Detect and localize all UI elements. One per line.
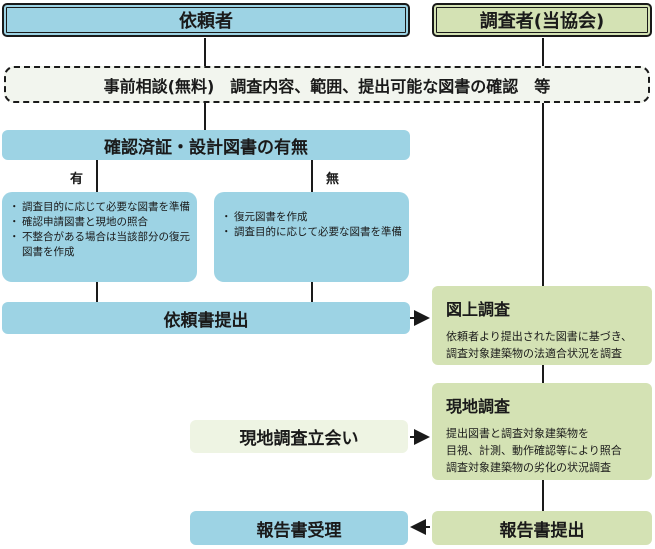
branch-no-label: 無 [326,172,340,187]
branch-no-note: 復元図書を作成 調査目的に応じて必要な図書を準備 [214,192,409,282]
document-check-title: 確認済証・設計図書の有無 [104,137,308,158]
list-item: 調査目的に応じて必要な図書を準備 [221,225,403,240]
branch-yes-note: 調査目的に応じて必要な図書を準備 確認申請図書と現地の照合 不整合がある場合は当… [2,192,197,282]
request-submit-bar: 依頼書提出 [2,302,410,334]
requester-header-label: 依頼者 [179,11,233,32]
desk-survey-title: 図上調査 [446,300,511,319]
list-item: 確認申請図書と現地の照合 [9,215,191,230]
list-item: 調査目的に応じて必要な図書を準備 [9,200,191,215]
list-item: 不整合がある場合は当該部分の復元図書を作成 [9,230,191,260]
site-survey-desc: 提出図書と調査対象建築物を 目視、計測、動作確認等により照合 調査対象建築物の劣… [446,427,622,474]
request-submit-label: 依頼書提出 [163,310,249,331]
site-survey-box: 現地調査 提出図書と調査対象建築物を 目視、計測、動作確認等により照合 調査対象… [432,383,652,480]
list-item: 復元図書を作成 [221,210,403,225]
consultation-box: 事前相談(無料) 調査内容、範囲、提出可能な図書の確認 等 [4,66,650,103]
desk-survey-desc: 依頼者より提出された図書に基づき、 調査対象建築物の法適合状況を調査 [446,330,633,360]
consultation-text: 事前相談(無料) 調査内容、範囲、提出可能な図書の確認 等 [103,76,551,96]
report-submit-box: 報告書提出 [432,511,652,545]
report-receive-label: 報告書受理 [256,520,342,541]
investigator-header: 調査者(当協会) [432,3,652,37]
investigator-header-label: 調査者(当協会) [479,11,605,32]
desk-survey-box: 図上調査 依頼者より提出された図書に基づき、 調査対象建築物の法適合状況を調査 [432,286,652,365]
branch-yes-label: 有 [70,172,84,187]
site-attend-box: 現地調査立会い [190,420,408,453]
report-receive-box: 報告書受理 [190,511,408,545]
site-survey-title: 現地調査 [446,397,511,416]
requester-header: 依頼者 [2,3,410,37]
site-attend-label: 現地調査立会い [239,429,359,449]
document-check-bar: 確認済証・設計図書の有無 [2,130,410,160]
report-submit-label: 報告書提出 [499,520,585,541]
